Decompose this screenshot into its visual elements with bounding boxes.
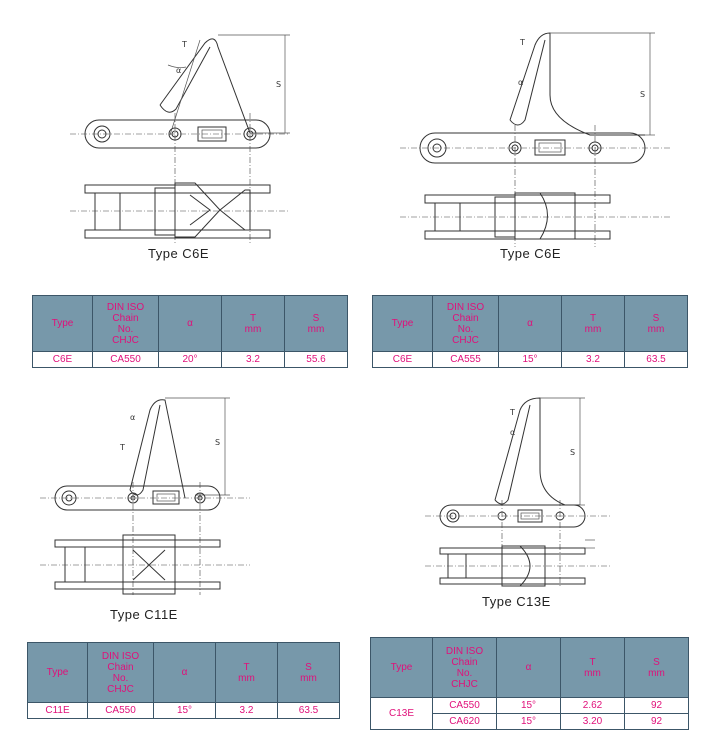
attachment-plate xyxy=(494,397,580,506)
attachment-plate xyxy=(129,399,186,499)
header-s: S mm xyxy=(284,295,348,352)
type-cell: C13E xyxy=(370,697,433,730)
table-row: C11E CA550 15° 3.2 63.5 xyxy=(27,702,340,719)
caption-c11e: Type C11E xyxy=(110,607,178,622)
header-type: Type xyxy=(32,295,93,352)
caption-c6e-1: Type C6E xyxy=(148,246,210,261)
t-label: T xyxy=(509,408,515,417)
header-alpha: α xyxy=(498,295,562,352)
diagram-c6e-1: S T α xyxy=(60,25,320,250)
spec-table-c6e-2: Type DIN ISO Chain No. CHJC α T mm S mm … xyxy=(372,295,688,368)
spec-table-c11e: Type DIN ISO Chain No. CHJC α T mm S mm … xyxy=(27,642,340,719)
header-t: T mm xyxy=(215,642,278,703)
header-din-iso: DIN ISO Chain No. CHJC xyxy=(432,637,497,698)
diagram-c13e: S T α xyxy=(420,390,690,590)
header-type: Type xyxy=(370,637,433,698)
spec-table-c6e-1: Type DIN ISO Chain No. CHJC α T mm S mm … xyxy=(32,295,348,368)
header-s: S mm xyxy=(624,295,688,352)
attachment-plate xyxy=(509,32,645,136)
header-type: Type xyxy=(372,295,433,352)
alpha-label: α xyxy=(176,66,181,75)
table-row: C6E CA550 20° 3.2 55.6 xyxy=(32,351,348,368)
attachment-plate xyxy=(159,38,251,134)
header-din-iso: DIN ISO Chain No. CHJC xyxy=(92,295,159,352)
diagram-c11e: S T α xyxy=(35,390,275,600)
alpha-label: α xyxy=(518,78,523,87)
header-din-iso: DIN ISO Chain No. CHJC xyxy=(432,295,499,352)
header-t: T mm xyxy=(560,637,625,698)
table-row: CA620 15° 3.20 92 xyxy=(371,713,689,730)
table-row: C6E CA555 15° 3.2 63.5 xyxy=(372,351,688,368)
table-row: C13E CA550 15° 2.62 92 xyxy=(370,697,689,730)
diagram-c6e-2: S T α xyxy=(400,25,680,250)
alpha-label: α xyxy=(510,428,515,437)
t-label: T xyxy=(119,443,125,452)
t-label: T xyxy=(181,40,187,49)
spec-table-c13e: Type DIN ISO Chain No. CHJC α T mm S mm … xyxy=(370,637,689,730)
s-label: S xyxy=(640,90,645,99)
header-type: Type xyxy=(27,642,88,703)
header-t: T mm xyxy=(561,295,625,352)
s-label: S xyxy=(215,438,220,447)
s-label: S xyxy=(276,80,281,89)
caption-c6e-2: Type C6E xyxy=(500,246,562,261)
t-label: T xyxy=(519,38,525,47)
header-alpha: α xyxy=(158,295,222,352)
header-s: S mm xyxy=(624,637,689,698)
header-din-iso: DIN ISO Chain No. CHJC xyxy=(87,642,154,703)
caption-c13e: Type C13E xyxy=(482,594,551,609)
s-label: S xyxy=(570,448,575,457)
header-alpha: α xyxy=(153,642,216,703)
header-t: T mm xyxy=(221,295,285,352)
header-alpha: α xyxy=(496,637,561,698)
alpha-label: α xyxy=(130,413,135,422)
header-s: S mm xyxy=(277,642,340,703)
